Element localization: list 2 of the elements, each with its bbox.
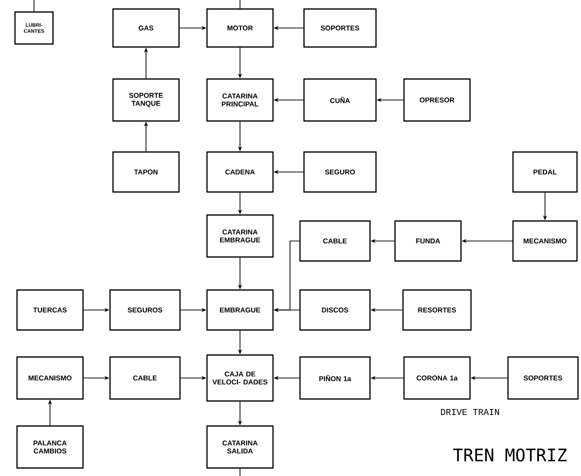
title: TREN MOTRIZ bbox=[453, 448, 567, 462]
caption-text: DRIVE TRAIN bbox=[441, 409, 499, 415]
